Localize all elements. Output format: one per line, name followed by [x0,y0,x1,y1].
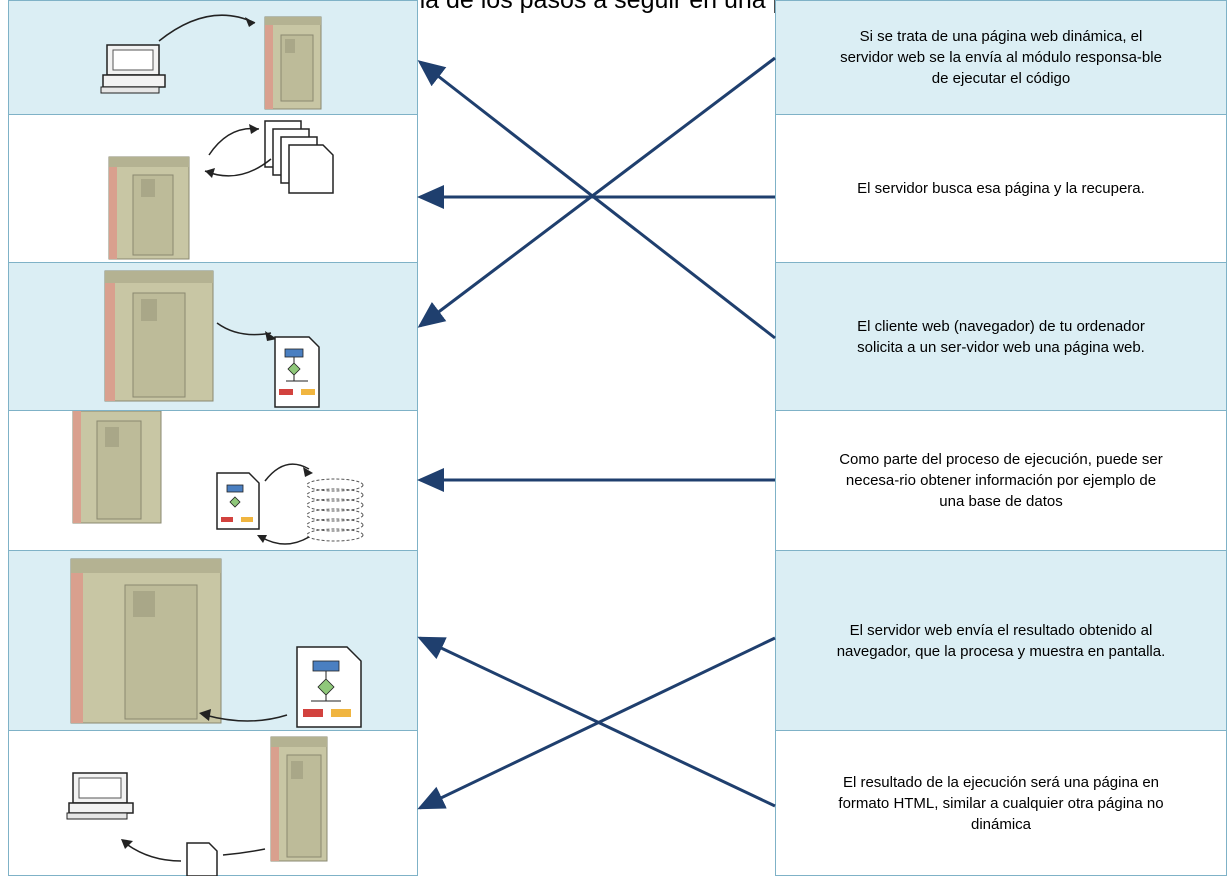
step-row-6: El resultado de la ejecución será una pá… [776,730,1226,876]
step-text: El servidor busca esa página y la recupe… [857,180,1145,197]
step-row-1: Si se trata de una página web dinámica, … [776,0,1226,114]
step-text: El servidor web envía el resultado obten… [836,621,1166,660]
illustration-row-1 [9,0,417,114]
server-page-to-computer-icon [66,736,328,876]
steps-column: Si se trata de una página web dinámica, … [775,0,1227,876]
step-row-5: El servidor web envía el resultado obten… [776,550,1226,730]
arrow-step3-to-row1 [417,60,776,340]
server-flowchart-icon [104,270,320,408]
server-flowchart-database-icon [72,411,364,545]
step-text: Si se trata de una página web dinámica, … [840,28,1162,87]
step-text: Como parte del proceso de ejecución, pue… [839,451,1163,510]
illustration-row-5 [9,550,417,730]
computer-to-server-icon [100,14,322,110]
illustration-row-2 [9,114,417,262]
server-documents-icon [108,120,334,260]
illustration-row-3 [9,262,417,410]
server-flowchart-return-icon [70,558,362,728]
illustration-row-6 [9,730,417,876]
arrow-step1-to-row3 [417,56,776,328]
step-row-4: Como parte del proceso de ejecución, pue… [776,410,1226,550]
illustration-row-4 [9,410,417,550]
step-text: El cliente web (navegador) de tu ordenad… [857,317,1145,356]
step-row-3: El cliente web (navegador) de tu ordenad… [776,262,1226,410]
step-text: El resultado de la ejecución será una pá… [838,774,1164,833]
arrow-step5-to-row6 [417,636,776,810]
illustration-column [8,0,418,876]
step-row-2: El servidor busca esa página y la recupe… [776,114,1226,262]
